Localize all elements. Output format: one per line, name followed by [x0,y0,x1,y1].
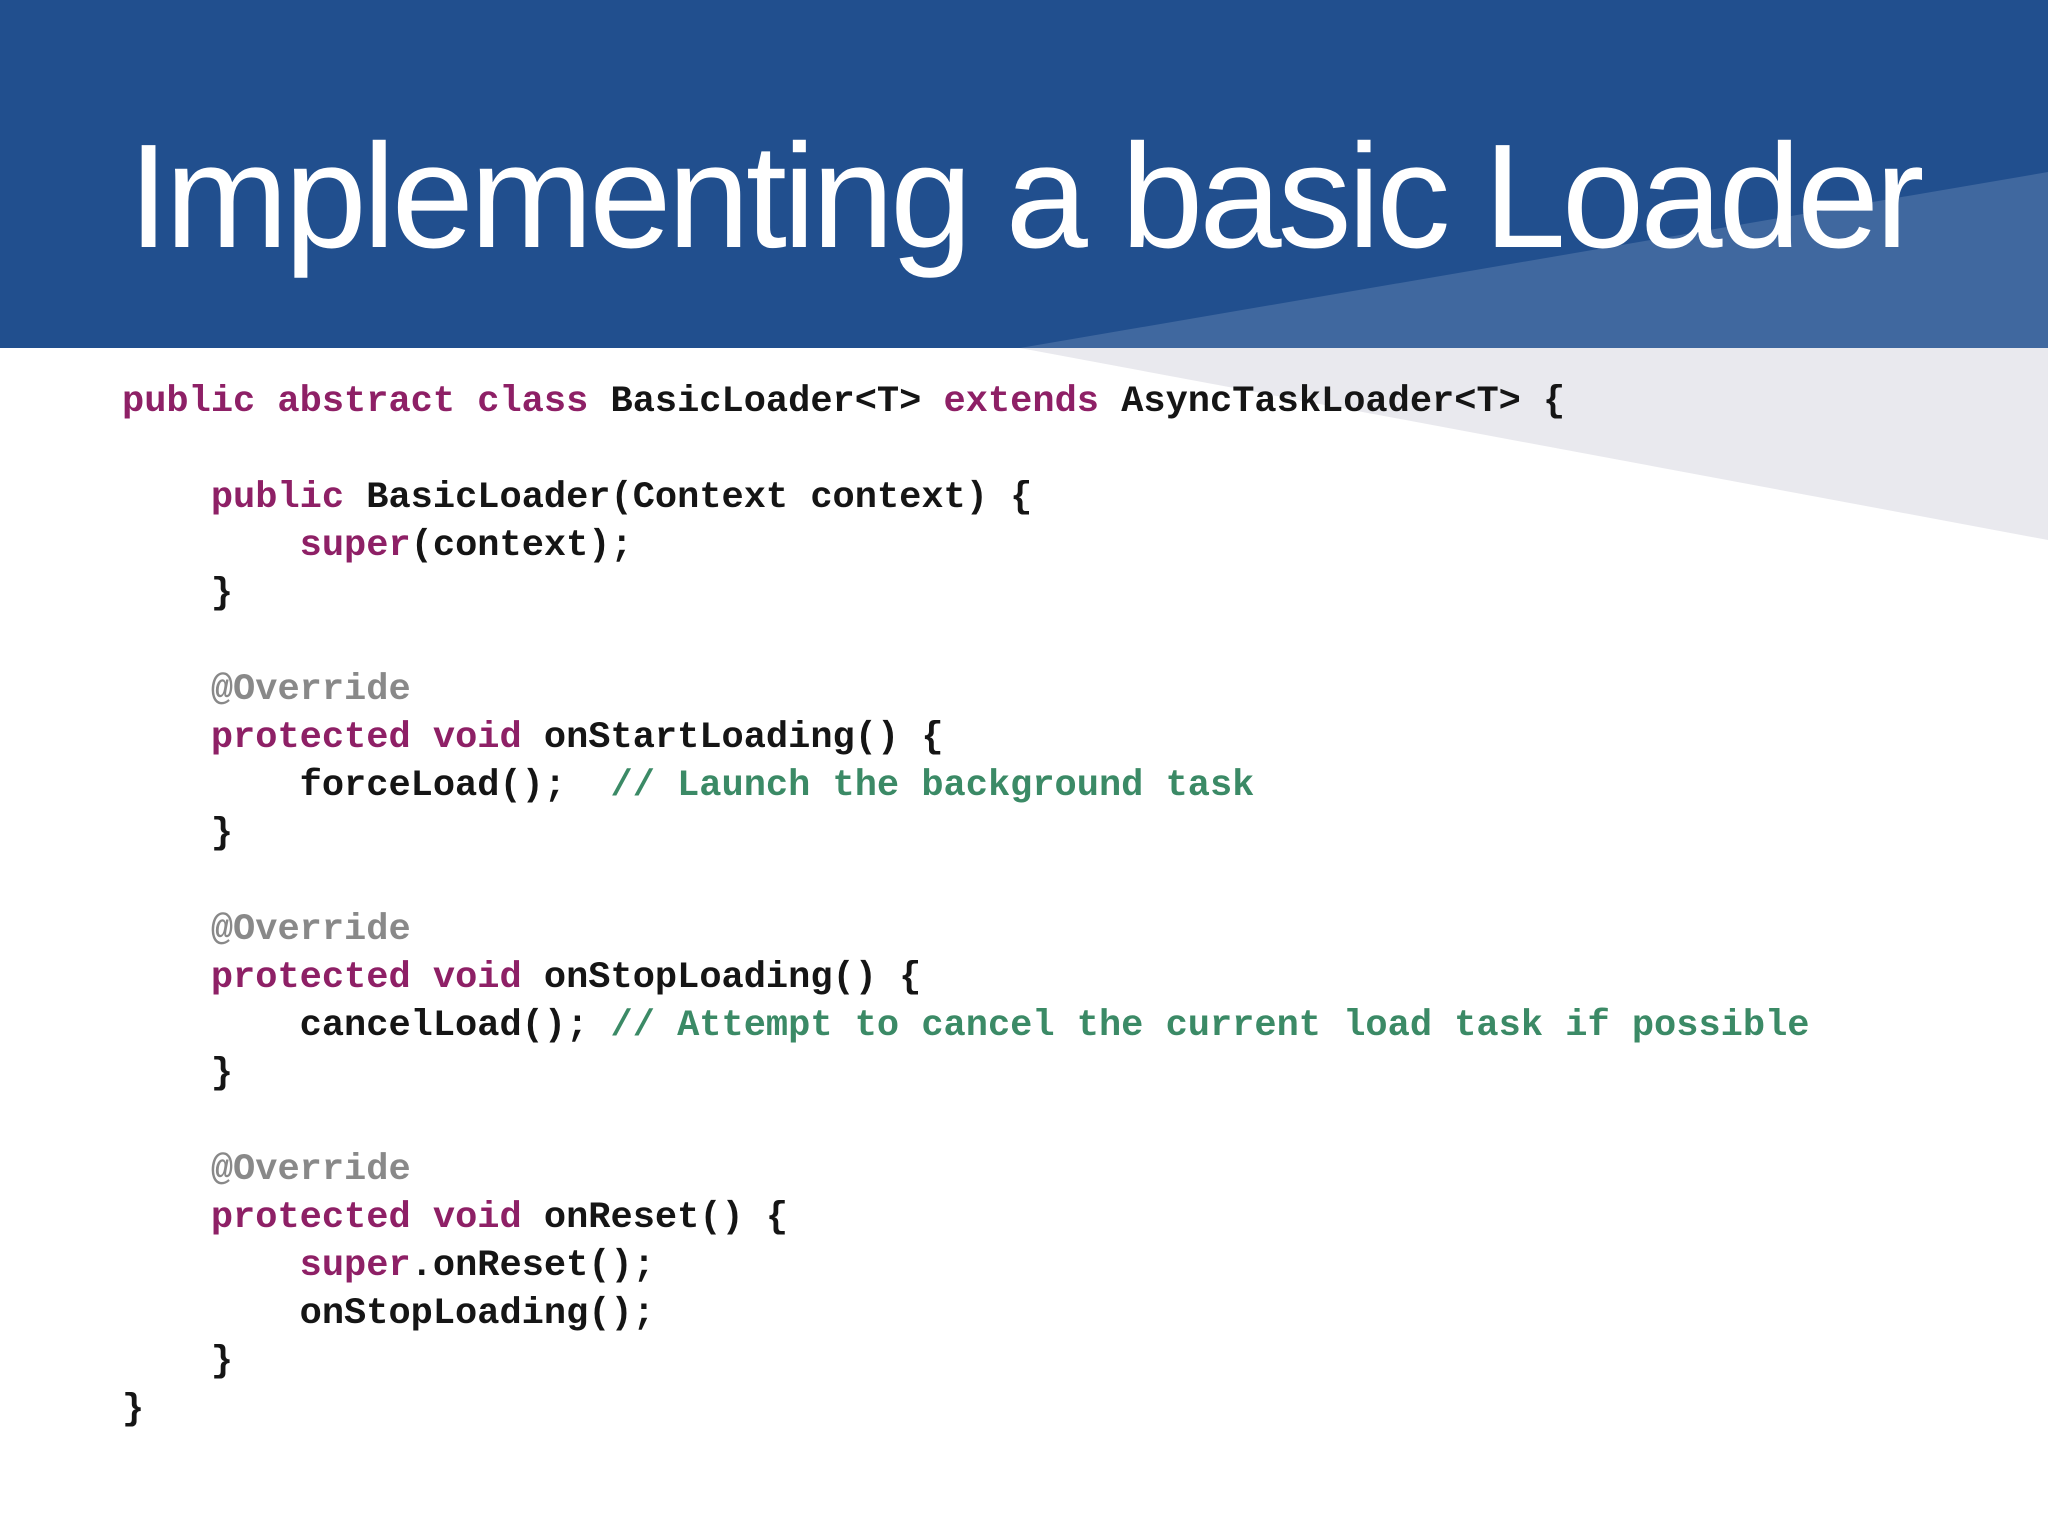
code-line: protected void onStopLoading() { [122,954,1809,1002]
code-token-plain [122,525,300,567]
code-token-keyword: extends [943,381,1099,423]
code-line: } [122,1386,1809,1434]
code-line: protected void onStartLoading() { [122,714,1809,762]
code-token-plain [122,1245,300,1287]
code-token-plain [122,1149,211,1191]
code-line: } [122,570,1809,618]
code-token-plain [122,669,211,711]
code-token-annotation: @Override [210,669,411,711]
code-token-plain: onReset() { [521,1197,789,1239]
code-line [122,426,1809,474]
code-line: } [122,1338,1809,1386]
code-token-plain: BasicLoader<T> [610,381,944,423]
code-line [122,858,1809,906]
code-token-keyword: super [299,1245,411,1287]
code-token-keyword: protected void [210,717,522,759]
code-token-plain [122,957,211,999]
code-token-plain: } [122,1053,234,1095]
code-token-plain: } [122,1389,145,1431]
code-token-plain: .onReset(); [410,1245,655,1287]
code-token-annotation: @Override [210,1149,411,1191]
code-token-plain: } [122,573,234,615]
code-token-keyword: super [299,525,411,567]
code-token-plain: cancelLoad(); [122,1005,611,1047]
code-line: @Override [122,666,1809,714]
code-token-plain: onStopLoading() { [521,957,922,999]
code-line: @Override [122,906,1809,954]
header-accent-wedge [1020,172,2048,348]
code-token-comment: // Launch the background task [610,765,1255,807]
code-line: cancelLoad(); // Attempt to cancel the c… [122,1002,1810,1050]
code-token-plain: AsyncTaskLoader<T> { [1098,381,1566,423]
code-line: } [122,810,1809,858]
code-token-plain [122,1197,211,1239]
code-line: super.onReset(); [122,1242,1809,1290]
code-token-plain [122,717,211,759]
code-line: super(context); [122,522,1809,570]
code-token-plain: } [122,813,234,855]
code-token-plain: forceLoad(); [122,765,611,807]
code-token-keyword: protected void [210,957,522,999]
code-area-wedge [1020,348,2048,540]
code-token-plain: BasicLoader(Context context) { [344,477,1033,519]
slide-title: Implementing a basic Loader [128,114,1924,279]
code-token-plain: } [122,1341,234,1383]
code-line: @Override [122,1146,1809,1194]
code-token-plain [122,909,211,951]
code-token-annotation: @Override [210,909,411,951]
code-token-plain [122,477,211,519]
code-token-plain: onStopLoading(); [122,1293,655,1335]
code-token-keyword: protected void [210,1197,522,1239]
code-token-plain: onStartLoading() { [521,717,944,759]
code-token-comment: // Attempt to cancel the current load ta… [610,1005,1810,1047]
code-token-keyword: public abstract class [122,381,611,423]
code-line: public abstract class BasicLoader<T> ext… [122,378,1809,426]
code-line: } [122,1050,1809,1098]
code-block: public abstract class BasicLoader<T> ext… [122,378,1809,1434]
code-line [122,618,1809,666]
code-line: forceLoad(); // Launch the background ta… [122,762,1809,810]
code-line: protected void onReset() { [122,1194,1809,1242]
code-line [122,1098,1809,1146]
code-line: public BasicLoader(Context context) { [122,474,1809,522]
code-token-plain: (context); [410,525,633,567]
code-token-keyword: public [210,477,345,519]
code-line: onStopLoading(); [122,1290,1809,1338]
